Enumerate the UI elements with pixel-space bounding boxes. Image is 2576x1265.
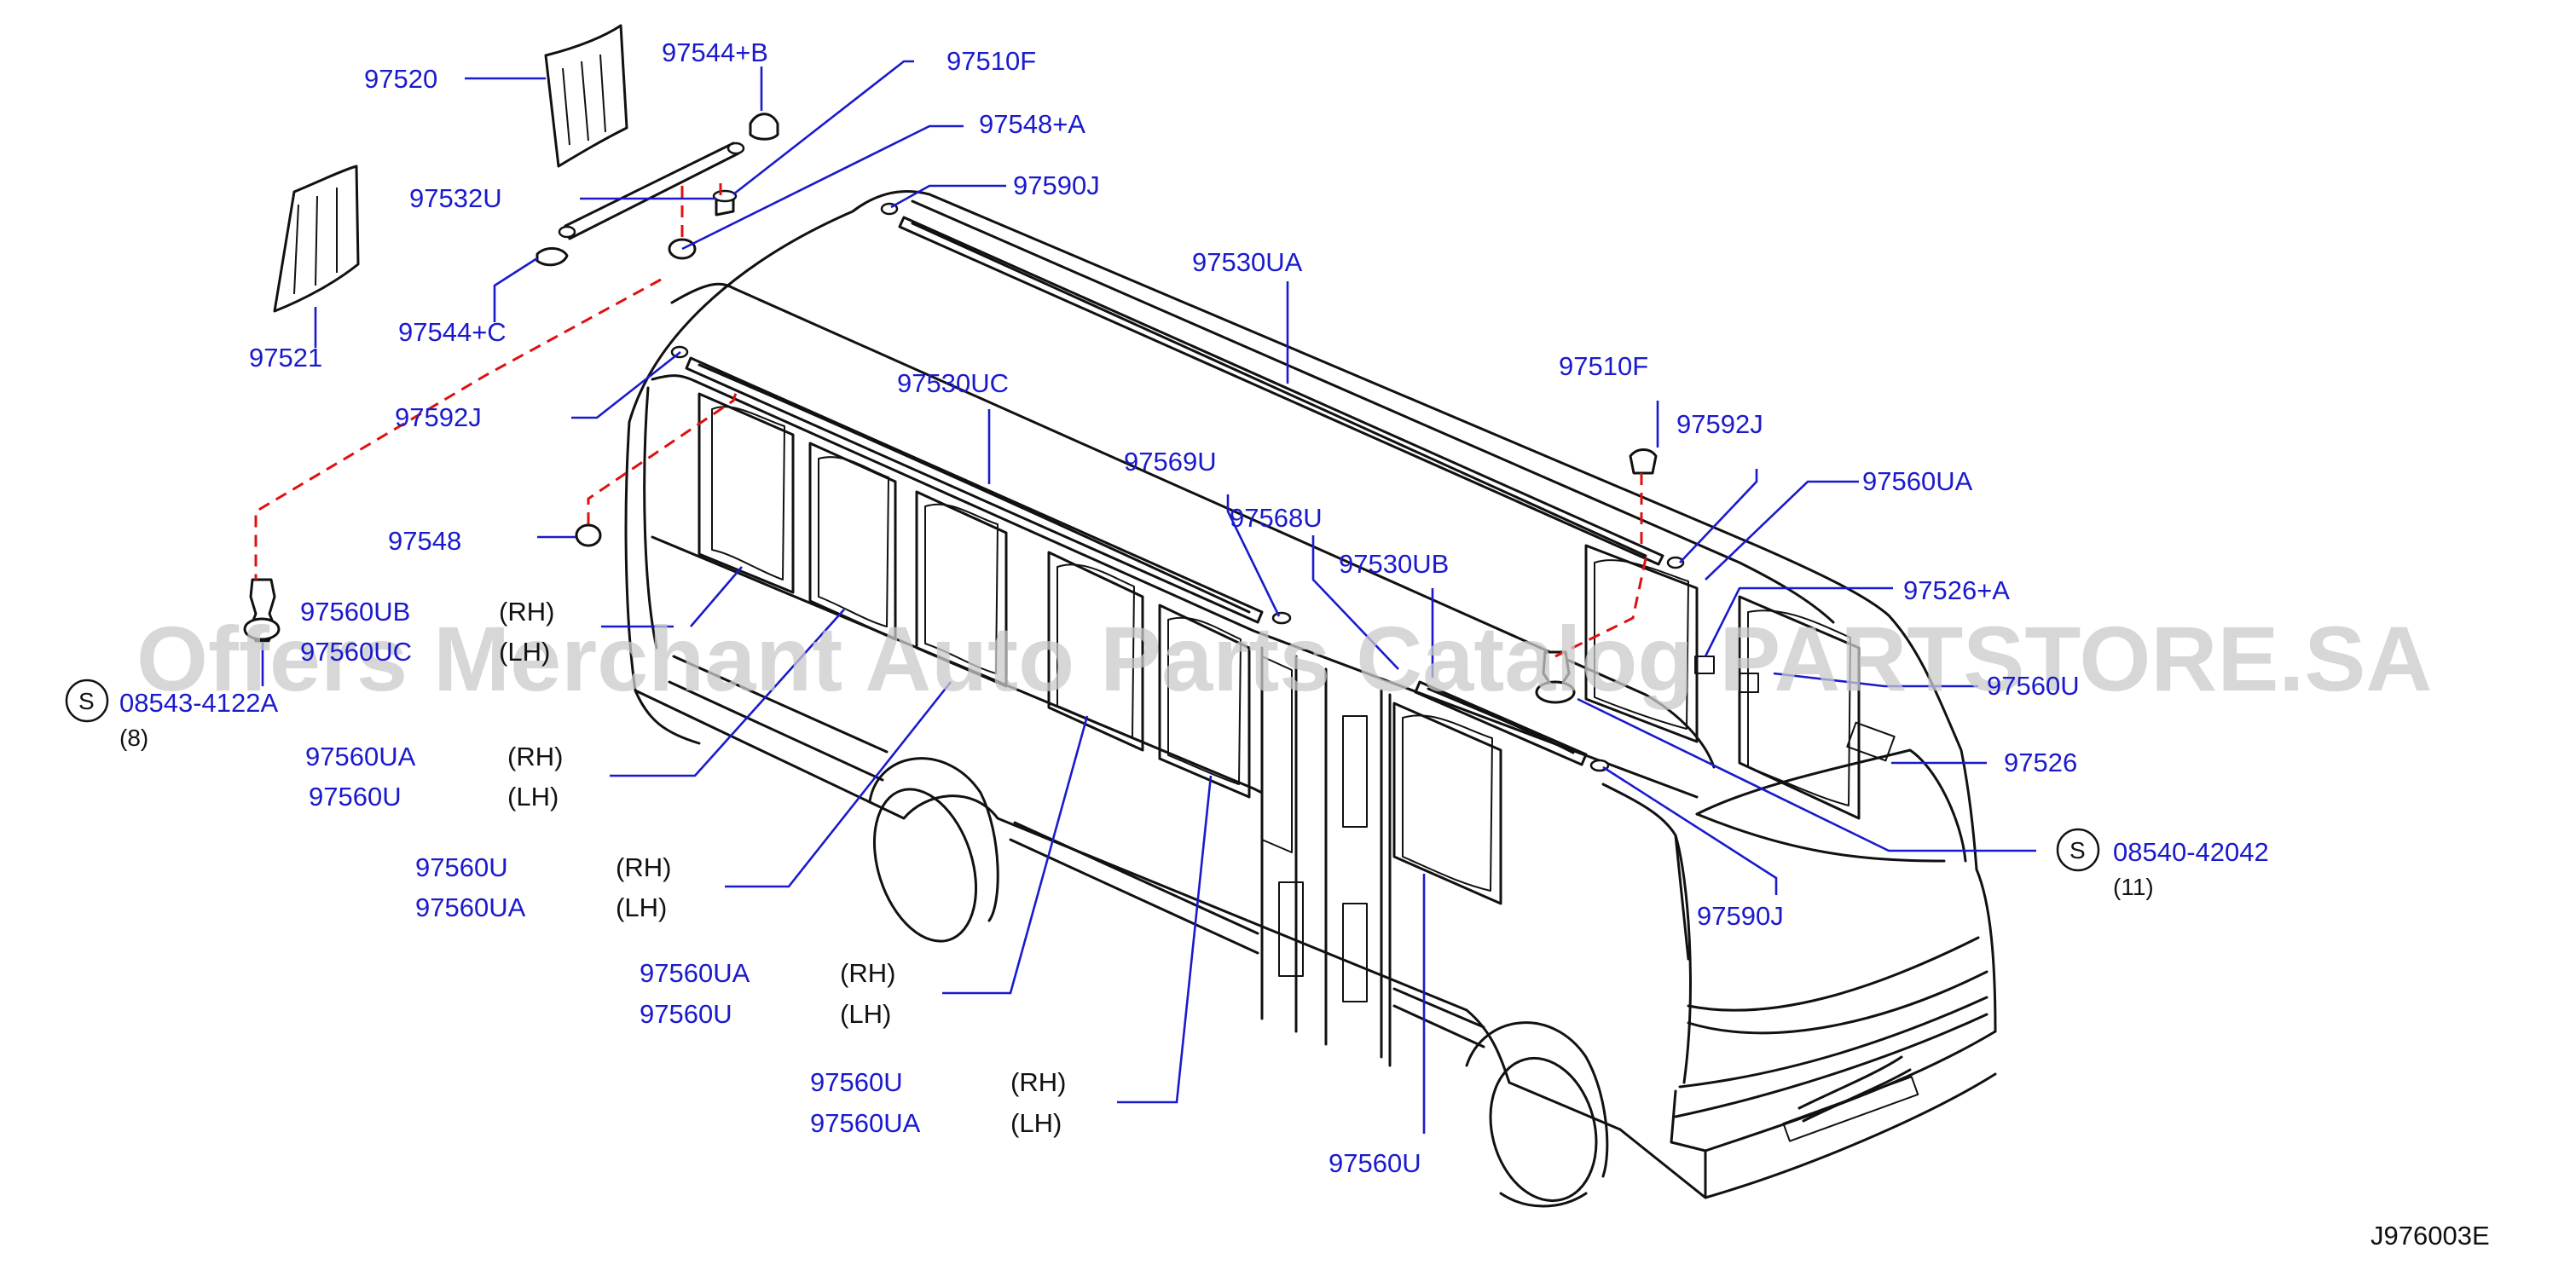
- watermark: Offers Merchant Auto Parts Catalog PARTS…: [136, 607, 2432, 710]
- label-g4-rh: (RH): [1010, 1067, 1066, 1097]
- label-g4-97560u[interactable]: 97560U: [810, 1067, 903, 1097]
- label-g1-97560ua[interactable]: 97560UA: [305, 742, 416, 771]
- s-symbol-left: [65, 679, 109, 723]
- part-97532u-rail: [564, 142, 740, 240]
- label-97560ua-right[interactable]: 97560UA: [1862, 466, 1973, 496]
- s-symbol-left-text: S: [78, 688, 95, 714]
- label-97544c[interactable]: 97544+C: [398, 317, 507, 347]
- label-97521[interactable]: 97521: [249, 343, 322, 373]
- part-labels: 97520 97544+B 97510F 97548+A 97532U 9759…: [65, 38, 2490, 1251]
- label-g3-97560u[interactable]: 97560U: [640, 999, 732, 1029]
- label-97590j-bottom[interactable]: 97590J: [1697, 901, 1784, 931]
- s-symbol-right: [2056, 828, 2100, 872]
- label-g2-97560u[interactable]: 97560U: [415, 852, 508, 882]
- label-g2-97560ua[interactable]: 97560UA: [415, 892, 526, 922]
- label-97560ub[interactable]: 97560UB: [300, 597, 410, 627]
- label-97569u[interactable]: 97569U: [1124, 447, 1217, 477]
- label-97530ua[interactable]: 97530UA: [1192, 247, 1303, 277]
- label-g3-lh: (LH): [840, 999, 891, 1029]
- roof-rails: [685, 216, 1664, 766]
- label-g2-lh: (LH): [616, 892, 667, 922]
- loose-parts: [243, 24, 1658, 704]
- label-97560u-right[interactable]: 97560U: [1987, 671, 2080, 701]
- diagram-code: J976003E: [2370, 1221, 2490, 1251]
- label-97530ub[interactable]: 97530UB: [1339, 549, 1449, 579]
- label-97560uc[interactable]: 97560UC: [300, 637, 412, 667]
- label-97520[interactable]: 97520: [364, 64, 437, 94]
- label-97548a[interactable]: 97548+A: [979, 109, 1085, 139]
- label-g2-rh: (RH): [616, 852, 671, 882]
- label-08543-4122a[interactable]: 08543-4122A: [119, 688, 278, 718]
- label-97590j-top[interactable]: 97590J: [1013, 170, 1100, 200]
- label-97568u[interactable]: 97568U: [1230, 503, 1323, 533]
- label-08543-4122a-qty: (8): [119, 725, 148, 751]
- label-g3-rh: (RH): [840, 958, 895, 988]
- label-08540-42042[interactable]: 08540-42042: [2113, 837, 2269, 867]
- dashed-guides: [254, 183, 1647, 658]
- label-g1-lh: (LH): [507, 782, 559, 812]
- label-08540-42042-qty: (11): [2113, 874, 2154, 900]
- label-97544b[interactable]: 97544+B: [662, 38, 768, 67]
- part-97520-flap: [544, 24, 628, 168]
- s-symbol-right-text: S: [2069, 837, 2086, 864]
- label-97532u[interactable]: 97532U: [409, 183, 502, 213]
- label-g4-97560ua[interactable]: 97560UA: [810, 1108, 921, 1138]
- label-97592j-left[interactable]: 97592J: [395, 402, 482, 432]
- label-side-rh: (RH): [499, 597, 554, 627]
- side-windows: [698, 392, 1502, 905]
- bus-body: [624, 189, 1997, 1208]
- label-97592j-right[interactable]: 97592J: [1676, 409, 1763, 439]
- label-97510f-top[interactable]: 97510F: [946, 46, 1036, 76]
- label-97548[interactable]: 97548: [388, 526, 461, 556]
- label-g3-97560ua[interactable]: 97560UA: [640, 958, 750, 988]
- label-g4-lh: (LH): [1010, 1108, 1062, 1138]
- label-97526a[interactable]: 97526+A: [1903, 575, 2010, 605]
- label-97560u-bottom[interactable]: 97560U: [1329, 1148, 1421, 1178]
- label-side-lh: (LH): [499, 637, 550, 667]
- label-97526[interactable]: 97526: [2004, 748, 2077, 777]
- leader-lines: [261, 60, 2036, 1134]
- label-97510f-right[interactable]: 97510F: [1559, 351, 1648, 381]
- label-g1-97560u[interactable]: 97560U: [309, 782, 402, 812]
- label-97530uc[interactable]: 97530UC: [897, 368, 1009, 398]
- label-g1-rh: (RH): [507, 742, 563, 771]
